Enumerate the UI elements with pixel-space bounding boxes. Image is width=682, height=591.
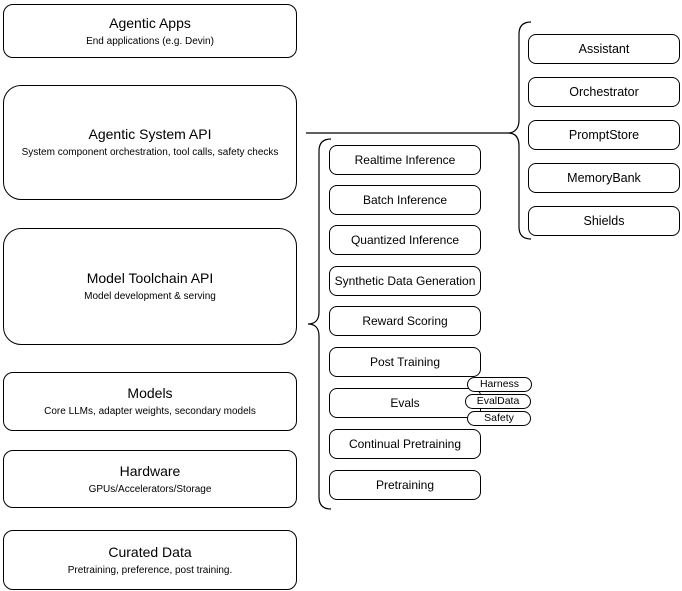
node-title: Agentic System API [88,126,212,142]
toolchain-brace [307,138,332,510]
node-promptstore: PromptStore [528,120,680,150]
node-title: Model Toolchain API [86,270,214,286]
node-quantized-inference: Quantized Inference [329,225,481,255]
node-batch-inference: Batch Inference [329,185,481,215]
node-agentic-apps: Agentic Apps End applications (e.g. Devi… [3,4,297,58]
node-subtitle: Model development & serving [84,291,216,302]
node-reward-scoring: Reward Scoring [329,306,481,336]
node-assistant: Assistant [528,34,680,64]
node-continual-pretraining: Continual Pretraining [329,429,481,459]
node-memorybank: MemoryBank [528,163,680,193]
node-hardware: Hardware GPUs/Accelerators/Storage [3,450,297,508]
node-post-training: Post Training [329,347,481,377]
tag-safety: Safety [467,411,531,426]
node-title: Curated Data [108,543,192,560]
node-subtitle: End applications (e.g. Devin) [86,35,214,47]
node-subtitle: Pretraining, preference, post training. [67,564,233,576]
tag-evaldata: EvalData [465,394,531,409]
node-curated-data: Curated Data Pretraining, preference, po… [3,530,297,590]
node-realtime-inference: Realtime Inference [329,145,481,175]
node-synthetic-data-generation: Synthetic Data Generation [329,266,481,296]
node-subtitle: Core LLMs, adapter weights, secondary mo… [44,406,256,417]
node-pretraining: Pretraining [329,470,481,500]
node-model-toolchain-api: Model Toolchain API Model development & … [3,228,297,345]
node-agentic-system-api: Agentic System API System component orch… [3,85,297,200]
node-subtitle: System component orchestration, tool cal… [21,147,279,158]
node-subtitle: GPUs/Accelerators/Storage [88,483,212,495]
tag-harness: Harness [467,377,532,392]
node-models: Models Core LLMs, adapter weights, secon… [3,372,297,431]
node-orchestrator: Orchestrator [528,77,680,107]
node-evals: Evals [329,388,481,418]
node-shields: Shields [528,206,680,236]
node-title: Models [127,385,173,401]
node-title: Agentic Apps [109,14,191,31]
components-brace [507,21,532,240]
node-title: Hardware [119,462,181,479]
